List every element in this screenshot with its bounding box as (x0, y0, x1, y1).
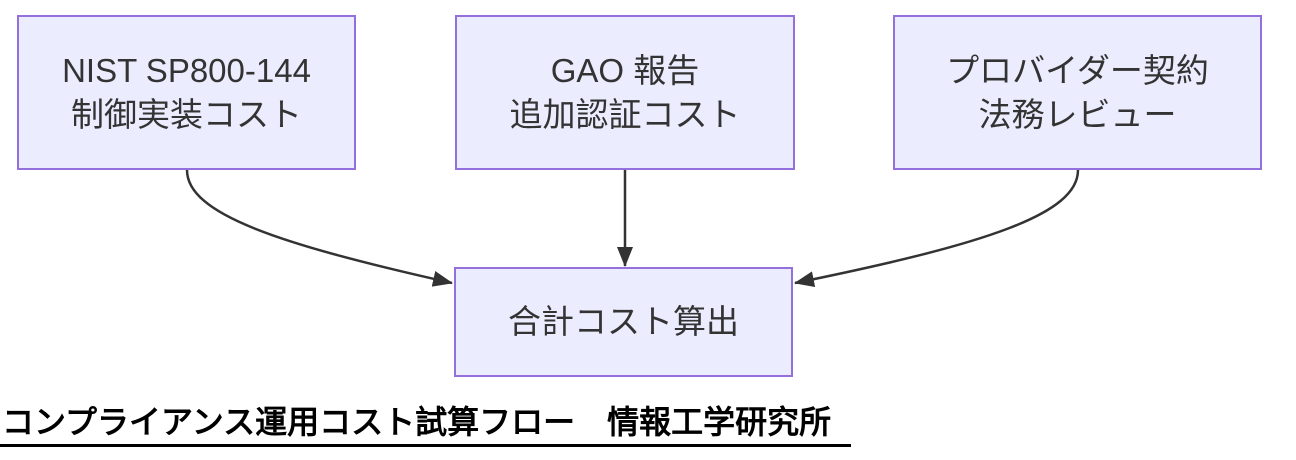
node-label-line: プロバイダー契約 (946, 51, 1209, 89)
node-label-line: 法務レビュー (978, 95, 1177, 133)
node-label-line: NIST SP800-144 (62, 51, 311, 89)
node-gao-report: GAO 報告 追加認証コスト (455, 15, 795, 170)
node-nist-sp800-144: NIST SP800-144 制御実装コスト (17, 15, 356, 170)
edge-nist-to-total (185, 169, 453, 287)
diagram-caption: コンプライアンス運用コスト試算フロー 情報工学研究所 (0, 403, 852, 447)
edge-provider-to-total (794, 169, 1080, 288)
node-label-line: GAO 報告 (550, 51, 700, 89)
node-label-line: 合計コスト算出 (508, 303, 739, 340)
node-label-line: 制御実装コスト (71, 95, 302, 133)
node-label-line: 追加認証コスト (509, 95, 741, 133)
node-provider-contract: プロバイダー契約 法務レビュー (893, 15, 1262, 170)
node-total-cost: 合計コスト算出 (454, 267, 793, 377)
